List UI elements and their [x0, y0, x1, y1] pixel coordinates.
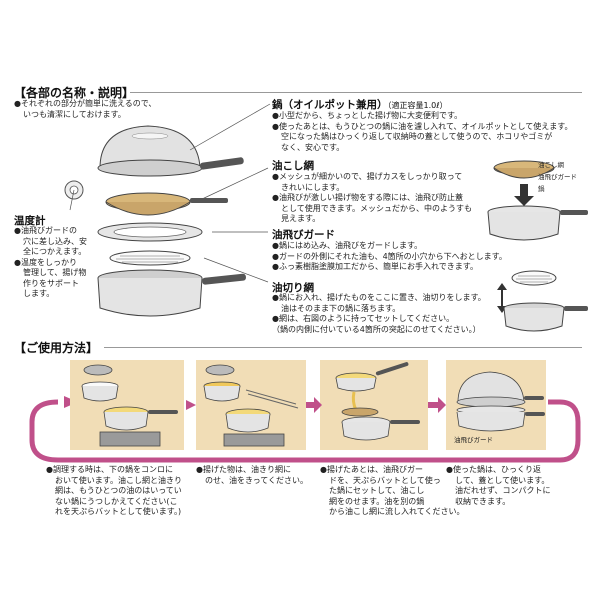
- strainer-desc-line: ●メッシュが細かいので、揚げカスをしっかり取って: [272, 172, 463, 181]
- pot-desc-line: 空になった鍋はひっくり返して収納時の蓋として使うので、ホコリやゴミが: [281, 132, 553, 141]
- thermometer-desc-line: 作りをサポート: [23, 278, 79, 288]
- step4-caption-line: して、蓋として使います。: [455, 475, 550, 485]
- pot-lid-icon: [97, 125, 244, 177]
- strainer-desc-line: きれいにします。: [281, 182, 345, 192]
- pot-label: 鍋（オイルポット兼用）（適正容量1.0ℓ）: [272, 97, 448, 112]
- step4-caption-line: 収納できます。: [455, 496, 511, 506]
- pot-icon: [97, 269, 246, 317]
- step4-caption-line: 油だれせず、コンパクトに: [455, 486, 551, 495]
- panel4-guard-label: 油飛びガード: [454, 436, 493, 444]
- step1-caption-line: おいて使います。油こし網と油きり: [55, 475, 182, 485]
- pot-desc: ●小型だから、ちょっとした揚げ物に大変便利です。 ●使ったあとは、もうひとつの鍋…: [272, 111, 590, 153]
- step3-caption-line: ドを、天ぷらバットとして使っ: [329, 475, 441, 485]
- step2-caption: ●揚げた物は、油きり網に のせ、油をきってください。: [196, 465, 314, 486]
- strainer-desc-line: 見えます。: [281, 214, 321, 223]
- strainer-desc-line: として使用できます。メッシュだから、中のようすも: [281, 203, 472, 213]
- guard-desc-line: ●ガードの外側にそれた油も、4箇所の小穴から下へおとします。: [272, 251, 507, 261]
- step3-caption-line: た鍋にセットして、油こし: [329, 486, 425, 495]
- parts-intro-line: いつも清潔にしておけます。: [23, 109, 126, 119]
- leader-lines: [69, 103, 271, 283]
- parts-intro-line: ●それぞれの部分が簡単に洗えるので、: [14, 99, 157, 108]
- strainer-icon: [105, 192, 228, 216]
- side-pot-icon: [487, 205, 588, 241]
- parts-section-title: 【各部の名称・説明】: [14, 86, 135, 100]
- step3-caption-line: から油こし網に流し入れてください。: [329, 507, 465, 516]
- step1-caption-line: ●調理する時は、下の鍋をコンロに: [46, 465, 173, 474]
- drain-desc-line: ●網は、右図のように持ってセットしてください。: [272, 314, 455, 323]
- pot-capacity-note: （適正容量1.0ℓ）: [387, 101, 448, 110]
- strainer-desc-line: ●油飛びが激しい揚げ物をする際には、油飛び防止蓋: [272, 193, 463, 202]
- usage-panel-4: 油飛びガード: [446, 360, 546, 450]
- strainer-label: 油こし網: [272, 160, 314, 172]
- thermometer-desc-line: 管理して、揚げ物: [23, 268, 87, 277]
- usage-title-rule: [104, 347, 582, 348]
- thermometer-desc-line: します。: [23, 289, 55, 298]
- side-strainer-icon: [493, 160, 555, 179]
- pot-label-sub: （オイルポット兼用）: [282, 99, 388, 111]
- thermometer-label: 温度計: [14, 215, 46, 227]
- step2-caption-line: ●揚げた物は、油きり網に: [196, 465, 291, 474]
- side-drain-rack-icon: [511, 270, 557, 286]
- exploded-view-illustration: [64, 125, 246, 317]
- usage-panel-2: [196, 360, 306, 450]
- side-label-guard: 油飛びガード: [538, 173, 577, 181]
- step1-caption-line: れを天ぷらバットとして使います。): [55, 507, 182, 516]
- side-arrow-down-icon: [514, 184, 534, 206]
- drain-desc: ●鍋にお入れ、揚げたものをここに置き、油切りをします。 油はそのまま下の鍋に落ち…: [272, 293, 502, 335]
- side-pot-bottom-icon: [503, 302, 588, 332]
- step3-caption: ●揚げたあとは、油飛びガー ドを、天ぷらバットとして使っ た鍋にセットして、油こ…: [320, 465, 465, 518]
- parts-title-rule: [130, 92, 582, 93]
- step4-illustration: [456, 371, 545, 432]
- pot-label-main: 鍋: [272, 99, 283, 111]
- thermometer-desc-line: ●油飛びガードの: [14, 226, 77, 235]
- step2-illustration: [203, 364, 299, 447]
- step1-caption-line: 網は、もうひとつの油のはいってい: [55, 486, 182, 495]
- step4-caption: ●使った鍋は、ひっくり返 して、蓋として使います。 油だれせず、コンパクトに 収…: [446, 465, 566, 507]
- usage-panel-3: [320, 360, 428, 450]
- drain-desc-line: ●鍋にお入れ、揚げたものをここに置き、油切りをします。: [272, 293, 486, 302]
- side-label-strainer: 油こし網: [538, 161, 564, 169]
- step2-caption-line: のせ、油をきってください。: [205, 475, 309, 485]
- guard-desc: ●鍋にはめ込み、油飛びをガードします。 ●ガードの外側にそれた油も、4箇所の小穴…: [272, 241, 512, 273]
- step3-caption-line: ●揚げたあとは、油飛びガー: [320, 465, 423, 474]
- drain-desc-line: 油はそのまま下の鍋に落ちます。: [281, 303, 401, 313]
- pot-desc-line: ●小型だから、ちょっとした揚げ物に大変便利です。: [272, 111, 463, 120]
- step1-caption-line: ない鍋にうつしかえてください(こ: [55, 496, 178, 506]
- usage-section-title: 【ご使用方法】: [14, 341, 99, 355]
- drain-label: 油切り網: [272, 282, 314, 294]
- step3-caption-line: 網をのせます。油を別の鍋: [329, 496, 425, 506]
- drain-desc-line: （鍋の内側に付いている4箇所の突起にのせてください。）: [272, 324, 481, 334]
- drain-rack-icon: [109, 250, 191, 266]
- strainer-desc: ●メッシュが細かいので、揚げカスをしっかり取って きれいにします。 ●油飛びが激…: [272, 172, 494, 225]
- thermometer-desc-line: 穴に差し込み、安: [23, 236, 87, 246]
- guard-desc-line: ●ふっ素樹脂塗膜加工だから、簡単にお手入れできます。: [272, 262, 478, 271]
- usage-panel-1: [70, 360, 184, 450]
- pot-desc-line: ●使ったあとは、もうひとつの鍋に油を濾し入れて、オイルポットとして使えます。: [272, 121, 573, 131]
- step1-caption: ●調理する時は、下の鍋をコンロに おいて使います。油こし網と油きり 網は、もうひ…: [46, 465, 196, 518]
- oil-guard-icon: [97, 222, 203, 242]
- guard-desc-line: ●鍋にはめ込み、油飛びをガードします。: [272, 241, 423, 250]
- guard-label: 油飛びガード: [272, 229, 335, 241]
- thermometer-desc: ●油飛びガードの 穴に差し込み、安 全につかえます。 ●温度をしっかり 管理して…: [14, 226, 94, 300]
- parts-intro: ●それぞれの部分が簡単に洗えるので、 いつも清潔にしておけます。: [14, 99, 184, 120]
- thermometer-desc-line: ●温度をしっかり: [14, 257, 77, 267]
- pot-desc-line: なく、安心です。: [281, 142, 345, 152]
- step-arrow-icon: [186, 397, 446, 413]
- step4-caption-line: ●使った鍋は、ひっくり返: [446, 465, 541, 474]
- side-label-pot: 鍋: [538, 185, 545, 193]
- step3-illustration: [335, 362, 420, 441]
- side-assembly-illustration: [487, 160, 588, 332]
- step1-illustration: [81, 364, 178, 447]
- thermometer-desc-line: 全につかえます。: [23, 247, 87, 256]
